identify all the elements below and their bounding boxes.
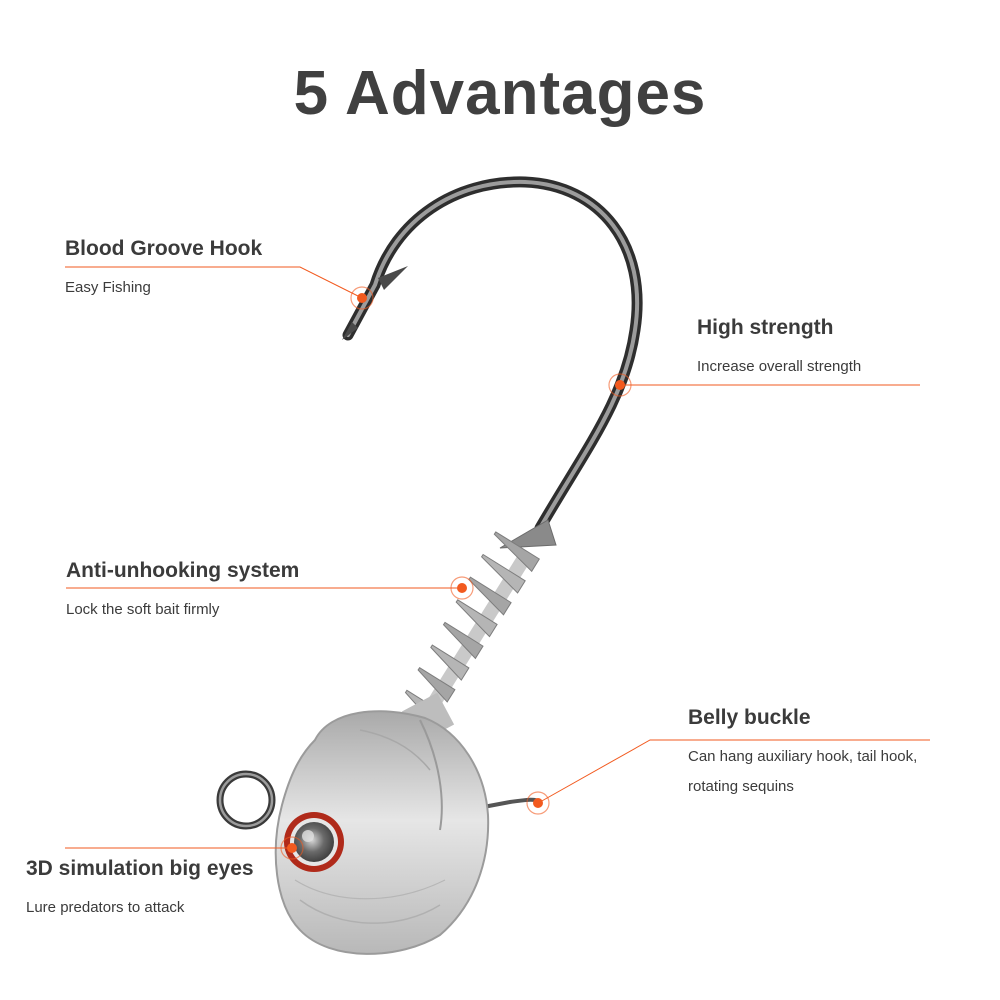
screw-thread [442, 621, 484, 660]
feature-desc-line: Lure predators to attack [26, 899, 185, 916]
feature-title: 3D simulation big eyes [26, 857, 254, 880]
callout-dot-high-strength [608, 373, 632, 397]
feature-desc: Lure predators to attack [26, 893, 254, 923]
feature-desc: Increase overall strength [697, 352, 861, 382]
callout-line-blood-groove [65, 266, 363, 299]
3d-eye [284, 812, 344, 872]
feature-title: High strength [697, 316, 834, 339]
callout-dot-3d-eyes [280, 836, 304, 860]
feature-desc: Easy Fishing [65, 273, 262, 303]
screw-thread [430, 644, 470, 681]
line-tie-eye [216, 770, 276, 830]
feature-belly-buckle: Belly buckle Can hang auxiliary hook, ta… [688, 706, 917, 802]
feature-desc-line: Can hang auxiliary hook, tail hook, [688, 748, 918, 765]
screw-thread [493, 531, 540, 573]
callout-dots [280, 286, 632, 860]
feature-desc-line: rotating sequins [688, 778, 794, 795]
callout-dot-anti-unhooking [450, 576, 474, 600]
screw-thread [468, 576, 512, 616]
jig-head [274, 710, 490, 955]
callout-lines [65, 266, 930, 849]
feature-title: Anti-unhooking system [66, 559, 300, 582]
feature-high-strength: High strength Increase overall strength [697, 316, 861, 382]
screw-thread [417, 667, 456, 703]
feature-title: Blood Groove Hook [65, 237, 263, 260]
feature-title: Belly buckle [688, 706, 811, 729]
feature-blood-groove-hook: Blood Groove Hook Easy Fishing [65, 237, 262, 303]
feature-desc-line: Increase overall strength [697, 358, 862, 375]
hook-wire [342, 176, 643, 534]
callout-line-belly-buckle [539, 739, 930, 803]
feature-desc-line: Easy Fishing [65, 279, 151, 296]
screw-thread [480, 553, 526, 594]
page-title: 5 Advantages [293, 59, 707, 128]
feature-desc: Lock the soft bait firmly [66, 595, 299, 625]
callout-dot-blood-groove [350, 286, 374, 310]
feature-anti-unhooking-system: Anti-unhooking system Lock the soft bait… [66, 559, 299, 625]
feature-desc-line: Lock the soft bait firmly [66, 601, 220, 618]
screw-thread [455, 599, 498, 638]
feature-desc: Can hang auxiliary hook, tail hook, rota… [688, 742, 917, 802]
callout-dot-belly-buckle [526, 791, 550, 815]
feature-3d-simulation-big-eyes: 3D simulation big eyes Lure predators to… [26, 857, 254, 923]
screw-collar [401, 519, 557, 744]
